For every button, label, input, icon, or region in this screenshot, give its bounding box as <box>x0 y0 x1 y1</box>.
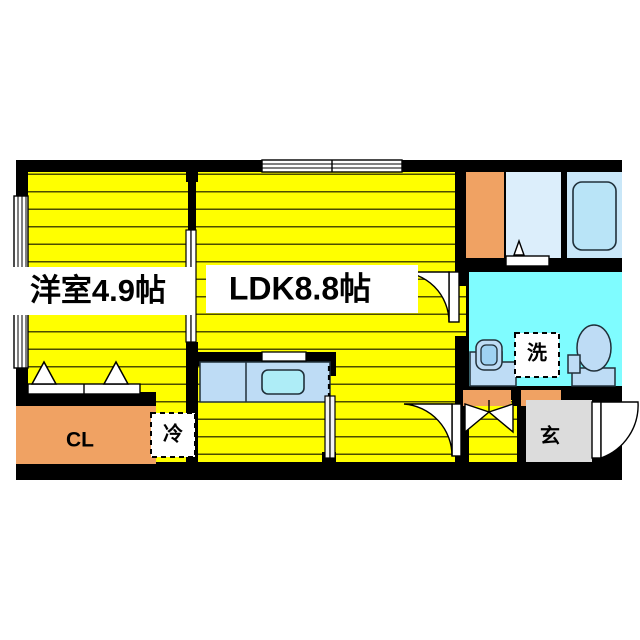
vanity-washbasin <box>469 339 517 387</box>
genkan-label: 玄 <box>540 423 560 447</box>
toilet-tank <box>567 354 581 374</box>
door-bathroom[interactable] <box>505 255 550 267</box>
room-label-bedroom: 洋室4.9帖 <box>5 267 192 315</box>
genkan-floor <box>526 400 592 462</box>
toilet-bowl <box>576 324 612 372</box>
ldk-storage-panel <box>466 172 504 258</box>
door-toilet-folding[interactable] <box>464 400 514 434</box>
room-bathroom <box>505 172 622 267</box>
closet: CL <box>16 360 156 464</box>
door-entrance[interactable] <box>591 401 639 459</box>
toilet <box>567 324 616 387</box>
refrigerator-label: 冷 <box>163 421 183 445</box>
washbasin-bowl <box>480 344 498 366</box>
bath-drain-marker <box>513 238 525 256</box>
sliding-door-kitchen[interactable] <box>324 366 336 459</box>
refrigerator-space: 冷 <box>150 412 196 458</box>
kitchen-counter <box>199 361 331 403</box>
ldk-label-backdrop <box>206 265 418 313</box>
bedroom-label: 洋室4.9帖 <box>30 273 166 308</box>
washing-machine-space: 洗 <box>514 332 560 378</box>
room-label-ldk: LDK8.8帖 <box>206 265 418 313</box>
washroom-threshold-left <box>463 390 511 406</box>
closet-fill <box>16 406 156 464</box>
closet-label: CL <box>66 429 94 452</box>
kitchen-sink <box>261 369 305 395</box>
window-above-kitchen <box>261 351 307 362</box>
window-ldk-top-wall <box>261 159 403 173</box>
swing-door-hall[interactable] <box>403 403 462 457</box>
bathroom-floor <box>506 172 561 258</box>
closet-folding-doors[interactable] <box>27 360 141 395</box>
bathtub <box>572 181 617 251</box>
bedroom-label-backdrop <box>5 267 192 315</box>
ldk-label: LDK8.8帖 <box>229 270 371 306</box>
entrance-genkan: 玄 <box>526 400 639 462</box>
washing-machine-label: 洗 <box>527 341 547 364</box>
